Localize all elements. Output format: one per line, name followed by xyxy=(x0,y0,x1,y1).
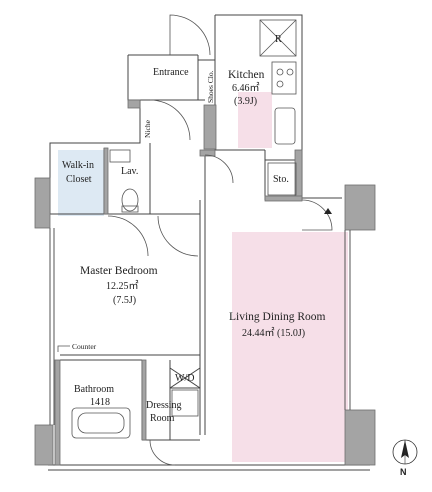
north-arrow-icon xyxy=(392,439,418,465)
lavatory-fixtures xyxy=(109,149,139,213)
label-niche: Niche xyxy=(143,119,152,138)
structural-walls xyxy=(34,99,376,466)
toilet-icon xyxy=(121,188,139,212)
label-living-area: 24.44㎡ (15.0J) xyxy=(242,327,305,339)
label-entrance: Entrance xyxy=(153,67,189,78)
label-master-name: Master Bedroom xyxy=(80,265,158,277)
label-lavatory: Lav. xyxy=(121,166,138,177)
door-swings xyxy=(107,14,333,466)
label-kitchen-tatami: (3.9J) xyxy=(234,96,257,107)
label-bathroom-size: 1418 xyxy=(90,397,110,408)
label-master-tatami: (7.5J) xyxy=(113,295,136,306)
label-storage: Sto. xyxy=(273,174,289,185)
living-room-highlight xyxy=(232,232,348,462)
label-washer: W/D xyxy=(175,373,194,384)
label-north: N xyxy=(400,467,407,477)
label-kitchen-area: 6.46㎡ xyxy=(232,82,260,94)
label-dressing-1: Dressing xyxy=(146,400,182,411)
label-shoes-closet: Shoes Clo. xyxy=(206,70,215,103)
kitchen-fixtures xyxy=(259,19,297,145)
exterior-window xyxy=(49,228,351,425)
label-bathroom-name: Bathroom xyxy=(74,384,114,395)
label-master-area: 12.25㎡ xyxy=(106,280,139,292)
label-refrigerator: R xyxy=(275,34,282,45)
label-counter: Counter xyxy=(72,342,97,351)
label-walkin-1: Walk-in xyxy=(62,160,94,171)
label-walkin-2: Closet xyxy=(66,174,92,185)
counter-pointer xyxy=(57,345,70,352)
label-living-name: Living Dining Room xyxy=(229,311,326,323)
washer-icon xyxy=(171,389,199,417)
bathtub-icon xyxy=(71,407,131,439)
door-marker-icon xyxy=(324,208,332,214)
label-dressing-2: Room xyxy=(150,413,175,424)
kitchen-highlight xyxy=(238,92,272,148)
walkin-closet-fill xyxy=(58,150,104,216)
label-kitchen-name: Kitchen xyxy=(228,69,265,81)
storage-box xyxy=(267,162,297,196)
